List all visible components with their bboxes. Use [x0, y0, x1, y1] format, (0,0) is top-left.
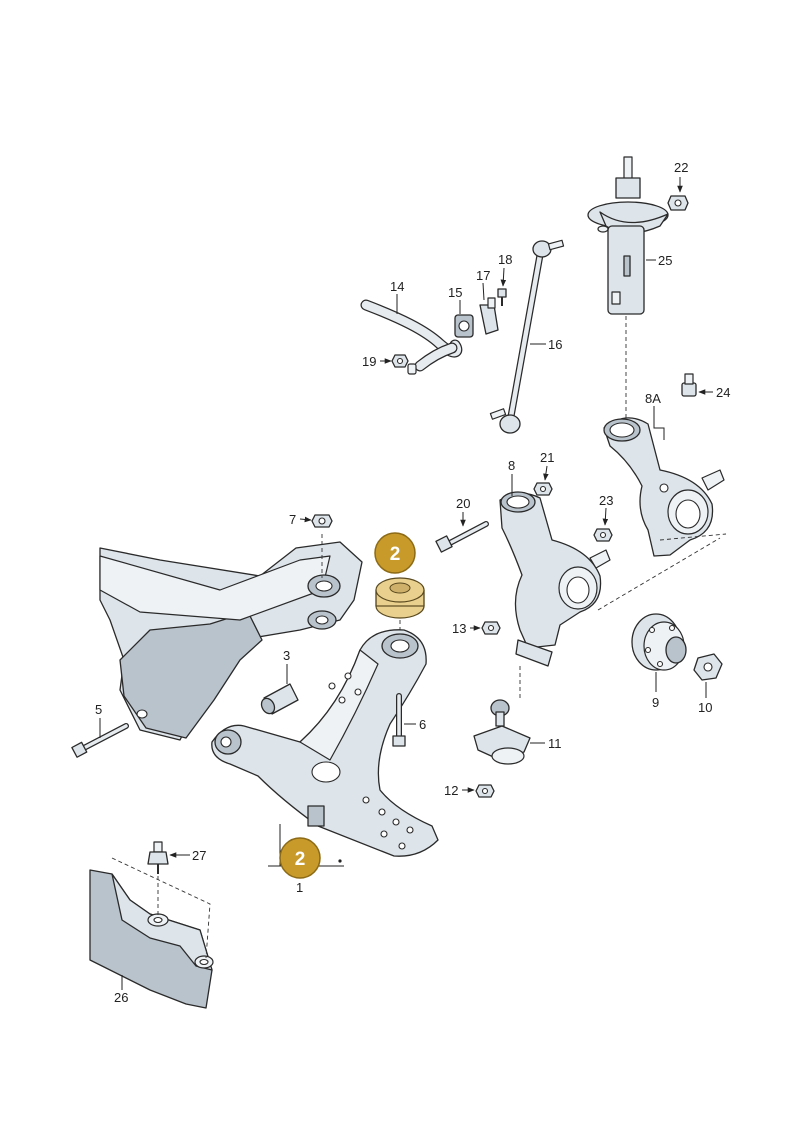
label-3: 3 — [283, 648, 290, 663]
label-6: 6 — [419, 717, 426, 732]
label-25: 25 — [658, 253, 672, 268]
label-15: 15 — [448, 285, 462, 300]
hub-nut — [693, 653, 723, 681]
badge-top: 2 — [374, 532, 416, 574]
badge-bottom: 2 — [279, 837, 321, 879]
stabilizer-bar — [360, 299, 463, 372]
label-8: 8 — [508, 458, 515, 473]
badge-top-number: 2 — [390, 544, 401, 565]
label-20: 20 — [456, 496, 470, 511]
label-1: 1 — [296, 880, 303, 895]
label-11: 11 — [548, 736, 562, 751]
strut-top-nut — [667, 195, 689, 211]
label-14: 14 — [390, 279, 404, 294]
label-5: 5 — [95, 702, 102, 717]
label-16: 16 — [548, 337, 562, 352]
label-9: 9 — [652, 695, 659, 710]
housing-nut — [593, 528, 613, 542]
cover-bolt — [147, 841, 169, 874]
ball-joint — [473, 666, 531, 765]
wheel-bearing-housing-8a — [603, 417, 725, 557]
wheel-bearing-housing-8 — [499, 491, 611, 667]
label-18: 18 — [498, 252, 512, 267]
label-21: 21 — [540, 450, 554, 465]
stabilizer-nut — [391, 354, 417, 375]
housing-bolt — [681, 373, 697, 397]
label-24: 24 — [716, 385, 730, 400]
label-22: 22 — [674, 160, 688, 175]
badge-bottom-number: 2 — [295, 849, 306, 870]
label-7: 7 — [289, 512, 296, 527]
control-arm-bolt — [392, 693, 406, 747]
wheel-hub — [631, 613, 687, 671]
label-19: 19 — [362, 354, 376, 369]
label-27: 27 — [192, 848, 206, 863]
label-12: 12 — [444, 783, 458, 798]
control-arm-bushing-highlight — [375, 577, 425, 619]
front-bushing — [260, 683, 299, 715]
label-10: 10 — [698, 700, 712, 715]
control-arm — [211, 629, 439, 857]
pinch-bolt — [435, 521, 489, 553]
coupling-rod — [489, 239, 565, 434]
label-26: 26 — [114, 990, 128, 1005]
stabilizer-bushing — [454, 314, 474, 338]
label-23: 23 — [599, 493, 613, 508]
subframe — [99, 541, 363, 741]
label-13: 13 — [452, 621, 466, 636]
ball-joint-nut — [481, 621, 501, 635]
ball-joint-lower-nut — [475, 784, 495, 798]
label-17: 17 — [476, 268, 490, 283]
strut-shock-absorber — [587, 156, 669, 315]
subframe-bolt — [71, 723, 129, 758]
pinch-nut — [533, 482, 553, 496]
clamp-bolt — [497, 288, 507, 306]
cover-panel — [89, 869, 214, 1009]
subframe-nut — [311, 514, 333, 528]
bushing-clamp — [479, 297, 499, 335]
label-8a: 8A — [645, 391, 661, 406]
